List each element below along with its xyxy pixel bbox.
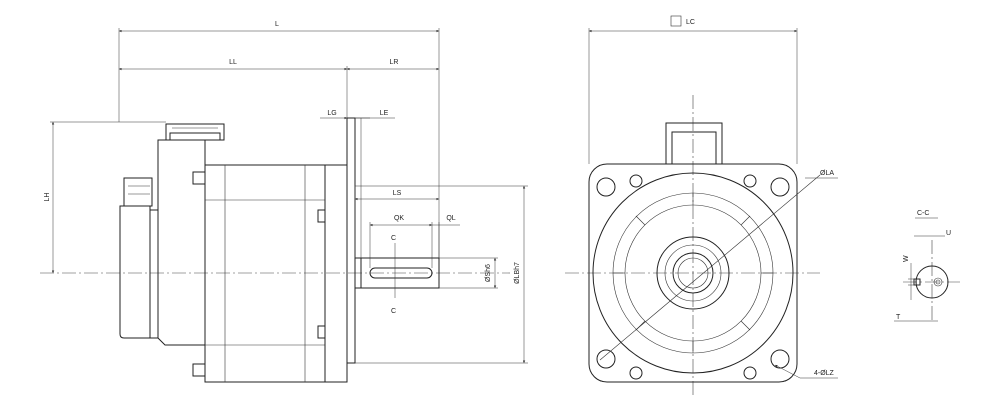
shaft-section-circle [915, 265, 949, 299]
power-connector [165, 123, 225, 141]
pilot-circle-outer [592, 172, 794, 374]
diagonal-LA-line [599, 174, 821, 361]
dim-QL-label: QL [446, 215, 455, 222]
front-flange-plate [346, 117, 356, 364]
encoder-cover [119, 205, 151, 339]
front-flange-hub [324, 164, 348, 383]
shaft-circle [672, 252, 714, 294]
dim-LR-label: LR [390, 59, 399, 66]
dim-S-label: ØSh6 [485, 264, 492, 282]
body-bolt-bottom-left [192, 363, 206, 377]
dim-W-label: W [903, 255, 910, 262]
body-bolt-top-left [192, 171, 206, 185]
dim-T-label: T [896, 314, 901, 321]
stator-body [204, 164, 326, 383]
square-symbol-icon [670, 15, 682, 27]
dim-QK-label: QK [394, 215, 404, 222]
dim-LL-label: LL [229, 59, 237, 66]
side-view: L LL LR LG LE LS QK QL C C [40, 21, 528, 383]
encoder-flange [149, 209, 159, 339]
bolt-hole-bottom-left [596, 349, 616, 369]
section-title: C-C [917, 210, 929, 217]
dim-U-label: U [946, 230, 951, 237]
dim-LC-label: LC [686, 19, 695, 26]
bolt-hole-top-left [596, 177, 616, 197]
dim-LH-label: LH [44, 193, 51, 202]
dim-LE-label: LE [380, 110, 389, 117]
dim-LA-label: ØLA [820, 170, 834, 177]
bolt-hole-top-right [770, 177, 790, 197]
encoder-connector [123, 177, 153, 207]
dim-LS-label: LS [393, 190, 402, 197]
section-mark-bottom: C [391, 308, 396, 315]
hub-circle [656, 236, 730, 310]
dim-LB-label: ØLBh7 [514, 262, 521, 284]
dim-L-label: L [275, 21, 279, 28]
section-mark-top: C [391, 235, 396, 242]
rear-end-bell [157, 139, 206, 346]
bolt-hole-bottom-right [770, 349, 790, 369]
dim-LZ-label: 4-ØLZ [814, 370, 835, 377]
dim-LG-label: LG [327, 110, 336, 117]
front-view: LC ØLA 4-ØLZ [565, 15, 838, 395]
section-view: C-C U W T [894, 210, 960, 322]
shaft [360, 257, 440, 289]
keyway [369, 267, 433, 279]
front-connector [665, 122, 723, 165]
